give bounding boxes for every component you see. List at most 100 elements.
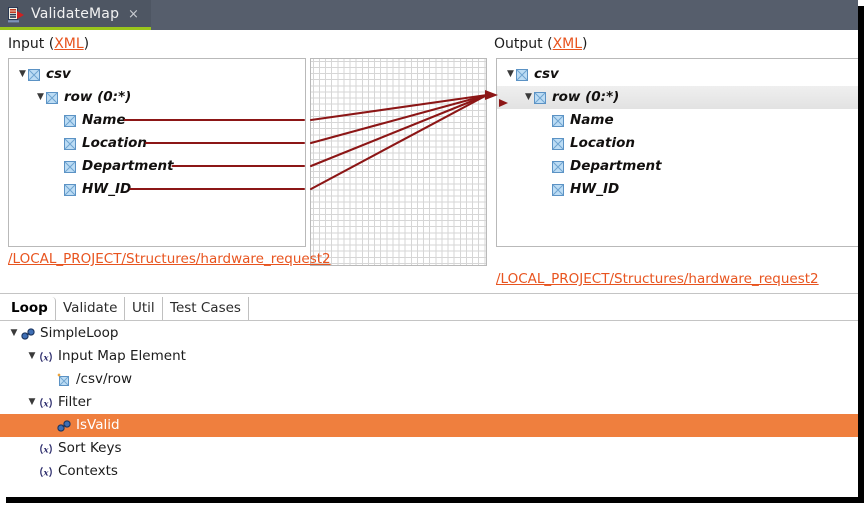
loop-tree-node-label: Filter bbox=[58, 394, 92, 410]
tree-indent-spacer: ▼ bbox=[26, 460, 38, 483]
loop-tree-node-label: Input Map Element bbox=[58, 348, 186, 364]
tree-indent-spacer: ▼ bbox=[53, 132, 64, 155]
tree-row[interactable]: ▼ csv bbox=[497, 63, 858, 86]
input-header-label: Input bbox=[8, 36, 45, 52]
loop-tree-row[interactable]: ▼ x Filter bbox=[0, 391, 858, 414]
tree-row[interactable]: ▼ row (0:*) bbox=[9, 86, 305, 109]
tree-node-label: row (0:*) bbox=[64, 89, 132, 105]
element-checkbox-icon bbox=[64, 160, 76, 173]
expand-collapse-icon[interactable]: ▼ bbox=[10, 328, 18, 338]
loop-tree-node-label: /csv/row bbox=[76, 371, 133, 387]
output-structure-panel[interactable]: ▼csv▼row (0:*)▼Name▼Location▼Department▼… bbox=[496, 58, 858, 247]
tree-indent-spacer: ▼ bbox=[44, 414, 56, 437]
element-checkbox-icon bbox=[64, 114, 76, 127]
tree-indent-spacer: ▼ bbox=[53, 109, 64, 132]
expand-collapse-icon[interactable]: ▼ bbox=[525, 92, 532, 102]
tree-row[interactable]: ▼ csv bbox=[9, 63, 305, 86]
tree-row[interactable]: ▼ Department bbox=[497, 155, 858, 178]
tree-node-label: HW_ID bbox=[570, 181, 620, 197]
tree-node-label: Name bbox=[570, 112, 614, 128]
element-checkbox-icon bbox=[534, 91, 546, 104]
input-header-close-paren: ) bbox=[83, 36, 90, 52]
editor-tab-label: ValidateMap bbox=[31, 6, 120, 22]
active-tab-accent-underline bbox=[0, 27, 151, 30]
bottom-tab-label: Util bbox=[132, 300, 155, 316]
input-structure-path[interactable]: /LOCAL_PROJECT/Structures/hardware_reque… bbox=[8, 251, 331, 267]
bottom-tab-label: Loop bbox=[11, 300, 48, 316]
element-checkbox-icon bbox=[46, 91, 58, 104]
output-header-close-paren: ) bbox=[582, 36, 588, 52]
tree-node-label: Location bbox=[82, 135, 147, 151]
close-icon[interactable]: × bbox=[128, 7, 139, 22]
expand-collapse-icon[interactable]: ▼ bbox=[507, 69, 514, 79]
bottom-tab-util[interactable]: Util bbox=[125, 297, 163, 320]
mapping-document-icon bbox=[8, 7, 25, 23]
function-x-icon: x bbox=[38, 396, 54, 410]
map-element-icon bbox=[56, 373, 72, 387]
function-x-icon: x bbox=[38, 465, 54, 479]
element-checkbox-icon bbox=[552, 183, 564, 196]
loop-tree-row[interactable]: ▼IsValid bbox=[0, 414, 858, 437]
output-header-label: Output bbox=[494, 36, 543, 52]
output-format-link[interactable]: XML bbox=[552, 36, 583, 52]
output-panel-header: Output (XML) bbox=[494, 36, 588, 52]
expand-collapse-icon[interactable]: ▼ bbox=[37, 92, 44, 102]
loop-tree-row[interactable]: ▼/csv/row bbox=[0, 368, 858, 391]
editor-tab-validatemap[interactable] bbox=[0, 0, 151, 30]
input-panel-header: Input (XML) bbox=[8, 36, 89, 52]
mapping-grid-background bbox=[311, 59, 486, 265]
tree-node-label: Location bbox=[570, 135, 635, 151]
tree-row[interactable]: ▼ Location bbox=[9, 132, 305, 155]
loop-tree-row[interactable]: ▼x Input Map Element bbox=[0, 345, 858, 368]
function-x-icon: x bbox=[38, 350, 54, 364]
element-checkbox-icon bbox=[552, 137, 564, 150]
tree-node-label: Name bbox=[82, 112, 126, 128]
element-checkbox-icon bbox=[64, 183, 76, 196]
loop-tree-node-label: Sort Keys bbox=[58, 440, 122, 456]
bottom-tab-strip: Loop Validate Util Test Cases bbox=[0, 297, 858, 321]
tree-indent-spacer: ▼ bbox=[541, 109, 552, 132]
loop-tree-node-label: Contexts bbox=[58, 463, 118, 479]
expand-collapse-icon[interactable]: ▼ bbox=[28, 351, 36, 361]
tree-row[interactable]: ▼HW_ID bbox=[9, 178, 305, 201]
tree-indent-spacer: ▼ bbox=[541, 155, 552, 178]
tree-indent-spacer: ▼ bbox=[53, 155, 64, 178]
bottom-tab-label: Test Cases bbox=[170, 300, 241, 316]
expand-collapse-icon[interactable]: ▼ bbox=[19, 69, 26, 79]
title-bar: ValidateMap × bbox=[0, 0, 858, 30]
validate-map-window: ValidateMap × Input (XML) Output (XML) ▼… bbox=[0, 0, 858, 492]
svg-text:x: x bbox=[43, 444, 50, 454]
mapping-target-arrow-icon bbox=[499, 93, 515, 107]
expand-collapse-icon[interactable]: ▼ bbox=[28, 397, 36, 407]
tree-row[interactable]: ▼HW_ID bbox=[497, 178, 858, 201]
tab-strip-baseline bbox=[0, 320, 858, 321]
tree-node-label: csv bbox=[46, 66, 71, 82]
tree-indent-spacer: ▼ bbox=[541, 132, 552, 155]
tree-row[interactable]: ▼ Location bbox=[497, 132, 858, 155]
element-checkbox-icon bbox=[552, 160, 564, 173]
input-structure-panel[interactable]: ▼csv▼row (0:*)▼Name▼Location▼Department▼… bbox=[8, 58, 306, 247]
tree-node-label: csv bbox=[534, 66, 559, 82]
tree-row[interactable]: ▼Department bbox=[9, 155, 305, 178]
function-x-icon: x bbox=[38, 442, 54, 456]
chain-link-icon bbox=[20, 327, 36, 341]
bottom-tab-test-cases[interactable]: Test Cases bbox=[163, 297, 249, 320]
mapping-grid[interactable] bbox=[310, 58, 487, 266]
tree-node-label: Department bbox=[570, 158, 662, 174]
panel-divider bbox=[0, 293, 858, 294]
output-header-open-paren: ( bbox=[542, 36, 553, 52]
output-structure-path[interactable]: /LOCAL_PROJECT/Structures/hardware_reque… bbox=[496, 271, 819, 287]
loop-tree-node-label: SimpleLoop bbox=[40, 325, 119, 341]
input-format-link[interactable]: XML bbox=[54, 36, 84, 52]
svg-text:x: x bbox=[43, 398, 50, 408]
loop-tree-row[interactable]: ▼ SimpleLoop bbox=[0, 322, 858, 345]
bottom-tab-validate[interactable]: Validate bbox=[56, 297, 126, 320]
tree-row[interactable]: ▼ Name bbox=[9, 109, 305, 132]
tree-row[interactable]: ▼ Name bbox=[497, 109, 858, 132]
tree-row[interactable]: ▼row (0:*) bbox=[497, 86, 858, 109]
tree-indent-spacer: ▼ bbox=[53, 178, 64, 201]
bottom-tab-loop[interactable]: Loop bbox=[4, 297, 56, 320]
loop-tree-row[interactable]: ▼x Contexts bbox=[0, 460, 858, 483]
